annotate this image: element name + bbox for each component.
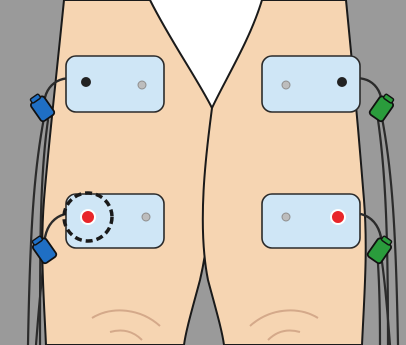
inactive-contact-right-lower bbox=[282, 213, 290, 221]
active-contact-left-upper bbox=[81, 77, 91, 87]
inactive-contact-right-upper bbox=[282, 81, 290, 89]
active-contact-right-upper bbox=[337, 77, 347, 87]
active-contact-left-lower bbox=[81, 210, 95, 224]
inactive-contact-left-upper bbox=[138, 81, 146, 89]
inactive-contact-left-lower bbox=[142, 213, 150, 221]
electrode-pad-left-upper bbox=[66, 56, 164, 112]
electrode-pad-right-lower bbox=[262, 194, 360, 248]
active-contact-right-lower bbox=[331, 210, 345, 224]
